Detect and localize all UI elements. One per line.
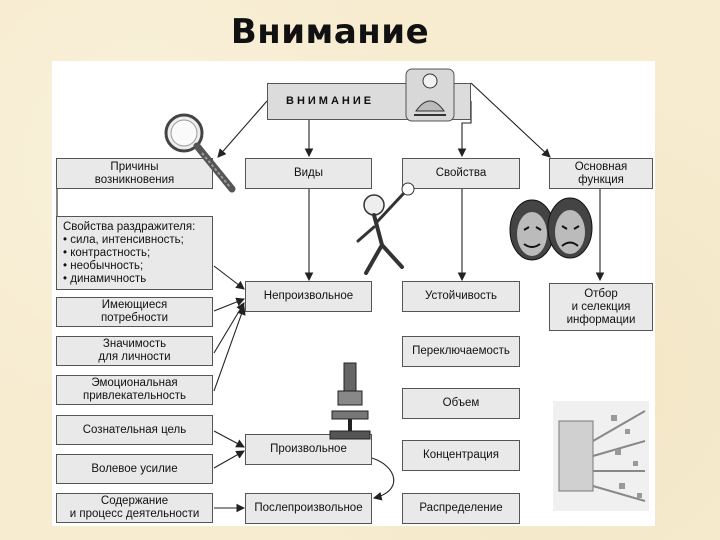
function-label-line1: Основная: [574, 160, 628, 173]
running-man-icon: [356, 182, 415, 275]
function-result-line: информации: [566, 313, 636, 326]
property-label: Устойчивость: [424, 290, 498, 302]
causes-box: Причины возникновения: [56, 158, 213, 189]
cause-label: Имеющиеся: [101, 299, 168, 311]
stimulus-item: необычность;: [63, 260, 195, 273]
property-label: Объем: [442, 397, 480, 409]
page-title: Внимание: [230, 12, 430, 52]
stimulus-heading: Свойства раздражителя:: [63, 221, 196, 233]
cause-label: и процесс деятельности: [69, 508, 200, 520]
cause-will-effort-box: Волевое усилие: [56, 454, 213, 484]
cause-activity-box: Содержание и процесс деятельности: [56, 493, 213, 523]
cause-label: Сознательная цель: [82, 423, 187, 436]
attention-diagram: ВНИМАНИЕ Причины возникновения Виды Свой…: [52, 61, 655, 526]
property-label: Распределение: [419, 502, 503, 514]
function-label-line2: функция: [578, 173, 624, 186]
meditating-figure-icon: [405, 68, 455, 122]
types-label: Виды: [293, 167, 324, 179]
property-stability-box: Устойчивость: [402, 281, 520, 312]
type-post-voluntary-box: Послепроизвольное: [245, 493, 372, 524]
theatre-masks-icon: [509, 197, 593, 261]
stimulus-item: сила, интенсивность;: [63, 234, 195, 247]
type-label: Непроизвольное: [263, 290, 354, 302]
causes-label-line1: Причины: [110, 160, 159, 173]
cause-label: Волевое усилие: [91, 462, 178, 475]
causes-label-line2: возникновения: [94, 173, 175, 186]
property-label: Переключаемость: [412, 345, 510, 357]
attention-top-label: ВНИМАНИЕ: [286, 95, 375, 107]
property-switching-box: Переключаемость: [402, 336, 520, 367]
type-label: Произвольное: [270, 443, 347, 455]
cause-label: потребности: [100, 312, 169, 324]
cause-conscious-goal-box: Сознательная цель: [56, 415, 213, 445]
cause-needs-box: Имеющиеся потребности: [56, 297, 213, 327]
cause-label: Значимость: [102, 338, 167, 350]
type-involuntary-box: Непроизвольное: [245, 281, 372, 312]
properties-label: Свойства: [435, 167, 487, 179]
cause-label: привлекательность: [82, 390, 187, 402]
property-distribution-box: Распределение: [402, 493, 520, 524]
properties-box: Свойства: [402, 158, 520, 189]
cause-label: для личности: [98, 351, 171, 363]
cause-emotional-box: Эмоциональная привлекательность: [56, 375, 213, 405]
magnifier-icon: [164, 113, 236, 193]
cause-label: Эмоциональная: [91, 377, 178, 389]
function-result-line: Отбор: [584, 287, 618, 300]
function-box: Основная функция: [549, 158, 653, 189]
stimulus-properties-box: Свойства раздражителя: сила, интенсивнос…: [56, 216, 213, 290]
property-label: Концентрация: [423, 449, 499, 461]
connector-arrows: [56, 82, 605, 513]
property-volume-box: Объем: [402, 388, 520, 419]
function-result-box: Отбор и селекция информации: [549, 283, 653, 331]
type-label: Послепроизвольное: [254, 502, 363, 514]
stimulus-item: динамичность: [63, 273, 195, 286]
types-box: Виды: [245, 158, 372, 189]
microscope-icon: [329, 362, 371, 440]
property-concentration-box: Концентрация: [402, 440, 520, 471]
function-result-line: и селекция: [571, 300, 631, 313]
stimulus-item: контрастность;: [63, 247, 195, 260]
cause-label: Содержание: [100, 495, 169, 507]
data-stream-icon: [553, 401, 649, 511]
cause-significance-box: Значимость для личности: [56, 336, 213, 366]
